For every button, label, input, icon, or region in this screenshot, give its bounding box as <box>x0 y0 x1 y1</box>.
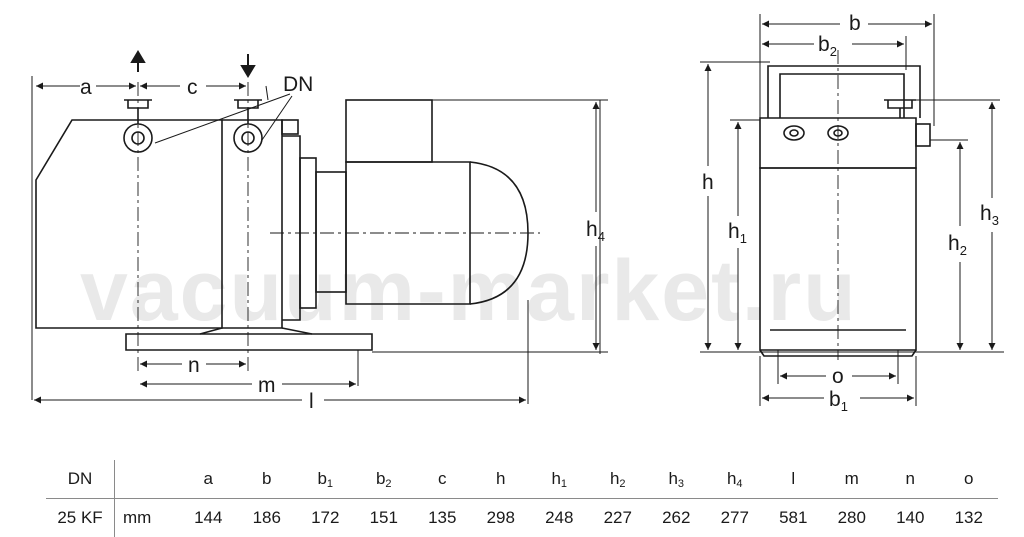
header-dn: DN <box>46 460 115 499</box>
label-o: o <box>832 365 844 388</box>
label-h4: h4 <box>586 218 605 244</box>
header-cell: a <box>179 460 238 499</box>
table-cell: 581 <box>764 499 823 537</box>
row-unit: mm <box>115 499 180 537</box>
dimension-table: DN a b b1 b2 c h h1 h2 h3 h4 l m n o 25 … <box>46 460 998 537</box>
header-cell: h3 <box>647 460 706 499</box>
table-cell: 144 <box>179 499 238 537</box>
table-cell: 280 <box>823 499 882 537</box>
label-dn: DN <box>283 73 313 96</box>
small-tab <box>282 120 298 134</box>
label-b: b <box>849 12 861 35</box>
up-arrow-icon <box>132 52 144 72</box>
table-cell: 135 <box>413 499 472 537</box>
table-cell: 151 <box>355 499 414 537</box>
table-cell: 172 <box>296 499 355 537</box>
label-n: n <box>188 354 200 377</box>
header-cell: b2 <box>355 460 414 499</box>
label-h: h <box>702 171 714 194</box>
table-cell: 262 <box>647 499 706 537</box>
header-cell: l <box>764 460 823 499</box>
table-cell: 298 <box>472 499 531 537</box>
table-cell: 248 <box>530 499 589 537</box>
label-h3: h3 <box>980 202 999 228</box>
table-cell: 227 <box>589 499 648 537</box>
terminal-box <box>346 100 432 162</box>
header-unit <box>115 460 180 499</box>
label-b2: b2 <box>818 33 837 59</box>
header-cell: h <box>472 460 531 499</box>
header-cell: b <box>238 460 297 499</box>
label-h2: h2 <box>948 232 967 258</box>
header-cell: h2 <box>589 460 648 499</box>
label-l: l <box>309 390 314 413</box>
header-cell: c <box>413 460 472 499</box>
label-h1: h1 <box>728 220 747 246</box>
down-arrow-icon <box>242 54 254 76</box>
header-cell: m <box>823 460 882 499</box>
header-cell: b1 <box>296 460 355 499</box>
table-cell: 140 <box>881 499 940 537</box>
side-fitting <box>916 124 930 146</box>
header-cell: h1 <box>530 460 589 499</box>
table-cell: 132 <box>940 499 999 537</box>
label-c: c <box>187 76 198 99</box>
row-dn: 25 KF <box>46 499 115 537</box>
handle <box>768 66 920 118</box>
label-m: m <box>258 374 276 397</box>
label-a: a <box>80 76 92 99</box>
table-cell: 186 <box>238 499 297 537</box>
header-cell: n <box>881 460 940 499</box>
table-header-row: DN a b b1 b2 c h h1 h2 h3 h4 l m n o <box>46 460 998 499</box>
table-row: 25 KF mm 144 186 172 151 135 298 248 227… <box>46 499 998 537</box>
header-cell: o <box>940 460 999 499</box>
header-cell: h4 <box>706 460 765 499</box>
watermark: vacuum-market.ru <box>80 243 858 339</box>
table-cell: 277 <box>706 499 765 537</box>
pump-dimension-drawing: vacuum-market.ru <box>0 0 1024 450</box>
port-icon-left <box>784 126 804 140</box>
label-b1: b1 <box>829 388 848 414</box>
